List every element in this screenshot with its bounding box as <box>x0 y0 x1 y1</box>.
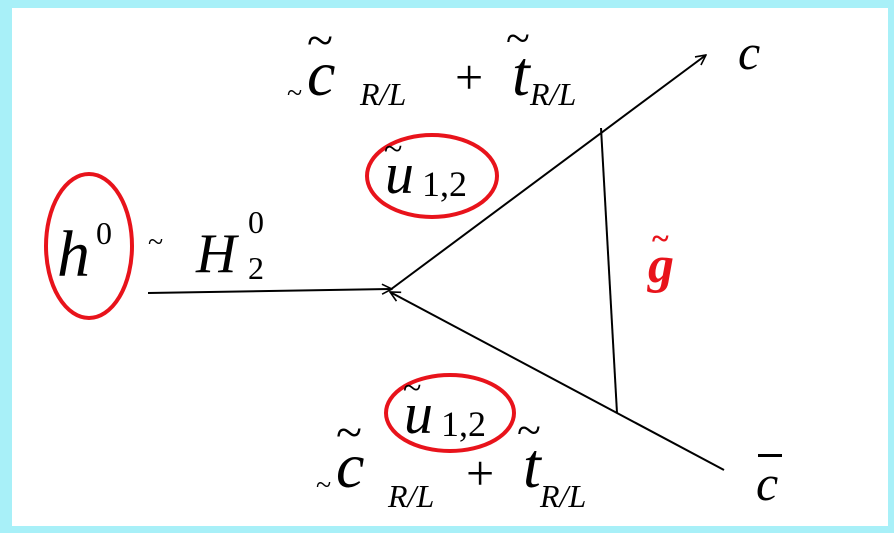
higgs-doublet-superscript: 0 <box>248 204 264 240</box>
gluino-line <box>600 127 618 414</box>
approx-sign-lower: ~ <box>316 470 332 501</box>
upper-mix-top-subscript: R/L <box>530 76 577 112</box>
lower-squark-subscript: 1,2 <box>441 404 486 444</box>
higgs-h-label: h <box>57 218 90 291</box>
higgs-propagator-line <box>147 289 392 293</box>
upper-squark-label: u <box>385 141 414 206</box>
lower-mix-charm-subscript: R/L <box>388 478 435 514</box>
higgs-superscript: 0 <box>96 215 112 251</box>
lower-mix-charm-tilde: ~ <box>336 406 362 459</box>
lower-mix-plus: + <box>466 445 495 501</box>
higgs-highlight-ellipse <box>44 172 134 320</box>
upper-mix-top-tilde: ~ <box>506 14 530 63</box>
lower-mix-top-subscript: R/L <box>540 478 587 514</box>
gluino-label: g <box>648 237 674 294</box>
lower-squark-label: u <box>404 381 433 446</box>
antiquark-cbar-label: c <box>756 455 779 511</box>
upper-mix-charm-label: c <box>307 38 336 109</box>
antiquark-bar <box>758 454 782 457</box>
upper-mix-charm-tilde: ~ <box>307 14 333 67</box>
lower-squark-line <box>390 291 725 471</box>
approx-sign-upper: ~ <box>287 78 303 109</box>
higgs-doublet-label: H <box>196 223 237 285</box>
upper-squark-subscript: 1,2 <box>422 164 467 204</box>
lower-mix-charm-label: c <box>336 430 365 501</box>
upper-mix-top-label: t <box>512 38 530 109</box>
lower-mix-top-label: t <box>523 430 541 501</box>
diagram-canvas <box>12 8 888 526</box>
higgs-doublet-subscript: 2 <box>248 250 264 286</box>
upper-mix-plus: + <box>455 49 484 105</box>
lower-squark-tilde: ~ <box>403 370 422 407</box>
upper-squark-highlight-ellipse <box>365 133 499 219</box>
quark-c-label: c <box>738 24 761 80</box>
upper-mix-charm-subscript: R/L <box>360 76 407 112</box>
upper-squark-tilde: ~ <box>384 131 403 168</box>
lower-mix-top-tilde: ~ <box>517 406 541 455</box>
gluino-tilde: ~ <box>652 220 669 256</box>
upper-squark-line <box>389 55 706 291</box>
approx-sign-higgs: ~ <box>148 227 164 258</box>
lower-squark-highlight-ellipse <box>384 373 516 453</box>
